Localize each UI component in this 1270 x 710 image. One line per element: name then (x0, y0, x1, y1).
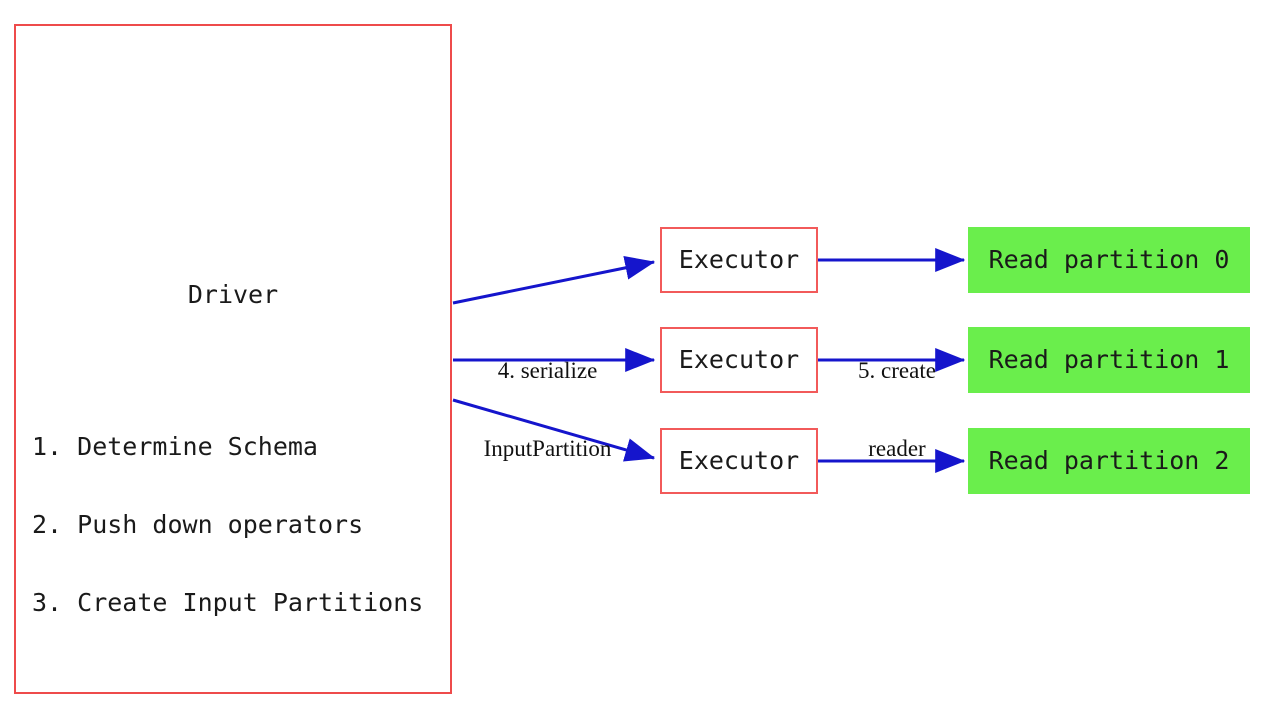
partition-box-0: Read partition 0 (968, 227, 1250, 293)
edge-label-serialize-line2: InputPartition (483, 436, 612, 461)
partition-box-2: Read partition 2 (968, 428, 1250, 494)
driver-box: Driver 1. Determine Schema 2. Push down … (14, 24, 452, 694)
edge-label-create-reader-line2: reader (868, 436, 926, 461)
partition-label-0: Read partition 0 (988, 245, 1230, 274)
partition-label-2: Read partition 2 (988, 446, 1230, 475)
driver-title: Driver (187, 280, 279, 309)
edge-label-create-reader-line1: 5. create (858, 358, 936, 383)
edge-label-serialize: 4. serialize InputPartition (455, 306, 640, 514)
partition-box-1: Read partition 1 (968, 327, 1250, 393)
executor-box-1: Executor (660, 327, 818, 393)
partition-label-1: Read partition 1 (988, 345, 1230, 374)
executor-box-2: Executor (660, 428, 818, 494)
arrow-driver-to-executor-0 (452, 255, 656, 305)
driver-step-3: 3. Create Input Partitions (32, 588, 424, 617)
executor-box-0: Executor (660, 227, 818, 293)
driver-steps-list: 1. Determine Schema 2. Push down operato… (32, 382, 423, 668)
driver-step-1: 1. Determine Schema (32, 432, 318, 461)
executor-label-1: Executor (678, 345, 800, 374)
driver-step-2: 2. Push down operators (32, 510, 364, 539)
executor-label-2: Executor (678, 446, 800, 475)
executor-label-0: Executor (678, 245, 800, 274)
edge-label-serialize-line1: 4. serialize (497, 358, 598, 383)
edge-label-create-reader: 5. create reader (826, 306, 968, 514)
